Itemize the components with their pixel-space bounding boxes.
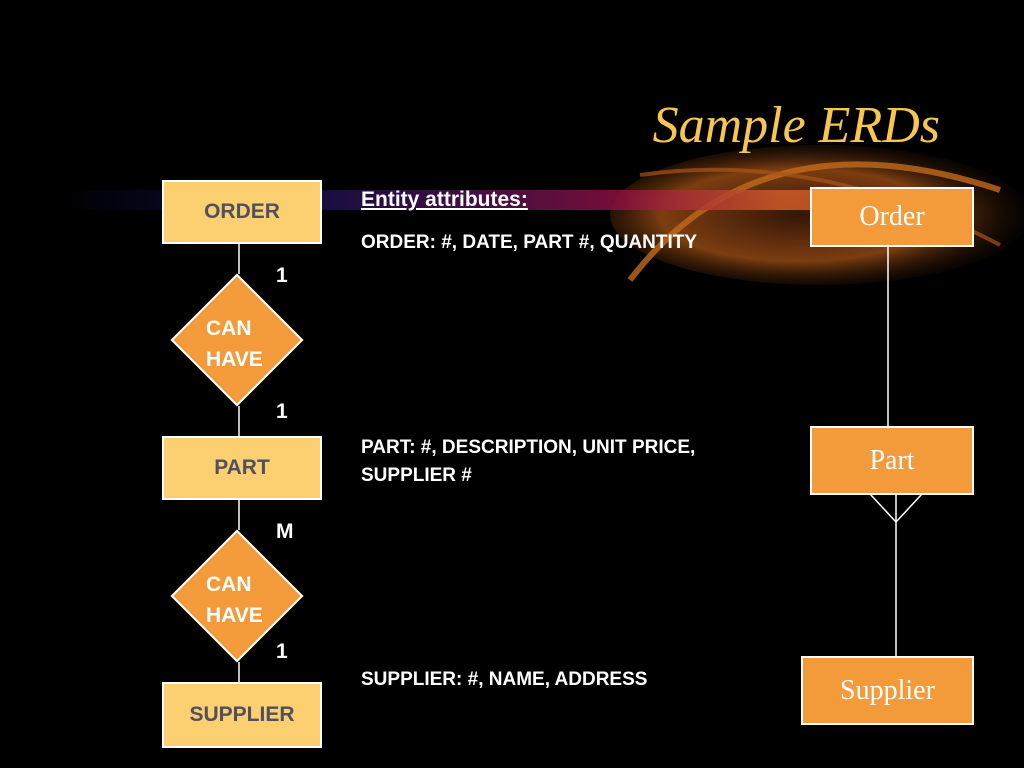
cardinality-label: 1 — [276, 264, 288, 287]
relationship-label-line: HAVE — [206, 348, 263, 371]
cardinality-label: M — [276, 520, 294, 543]
crows-foot-prong — [895, 493, 923, 523]
relationship-label: CAN HAVE — [206, 313, 296, 375]
entity-part-crowsfoot: Part — [810, 426, 974, 495]
relationship-label: CAN HAVE — [206, 569, 296, 631]
entity-order-crowsfoot: Order — [810, 187, 974, 247]
attributes-heading: Entity attributes: — [361, 188, 528, 211]
crows-foot-prong — [869, 493, 897, 523]
relationship-label-line: HAVE — [206, 604, 263, 627]
entity-supplier: SUPPLIER — [162, 682, 322, 748]
attribute-list-part: PART: #, DESCRIPTION, UNIT PRICE, SUPPLI… — [361, 437, 696, 486]
cardinality-label: 1 — [276, 400, 288, 423]
attribute-list-supplier: SUPPLIER: #, NAME, ADDRESS — [361, 669, 648, 690]
entity-supplier-crowsfoot: Supplier — [801, 656, 974, 725]
relationship-label-line: CAN — [206, 573, 252, 596]
relationship-order-part: CAN HAVE — [162, 265, 312, 415]
page-title: Sample ERDs — [652, 97, 940, 154]
entity-part: PART — [162, 436, 322, 500]
cardinality-label: 1 — [276, 640, 288, 663]
swoosh-arc — [627, 161, 1001, 282]
entity-order: ORDER — [162, 180, 322, 244]
relationship-label-line: CAN — [206, 317, 252, 340]
attribute-list-order: ORDER: #, DATE, PART #, QUANTITY — [361, 232, 698, 253]
relationship-part-supplier: CAN HAVE — [162, 521, 312, 671]
